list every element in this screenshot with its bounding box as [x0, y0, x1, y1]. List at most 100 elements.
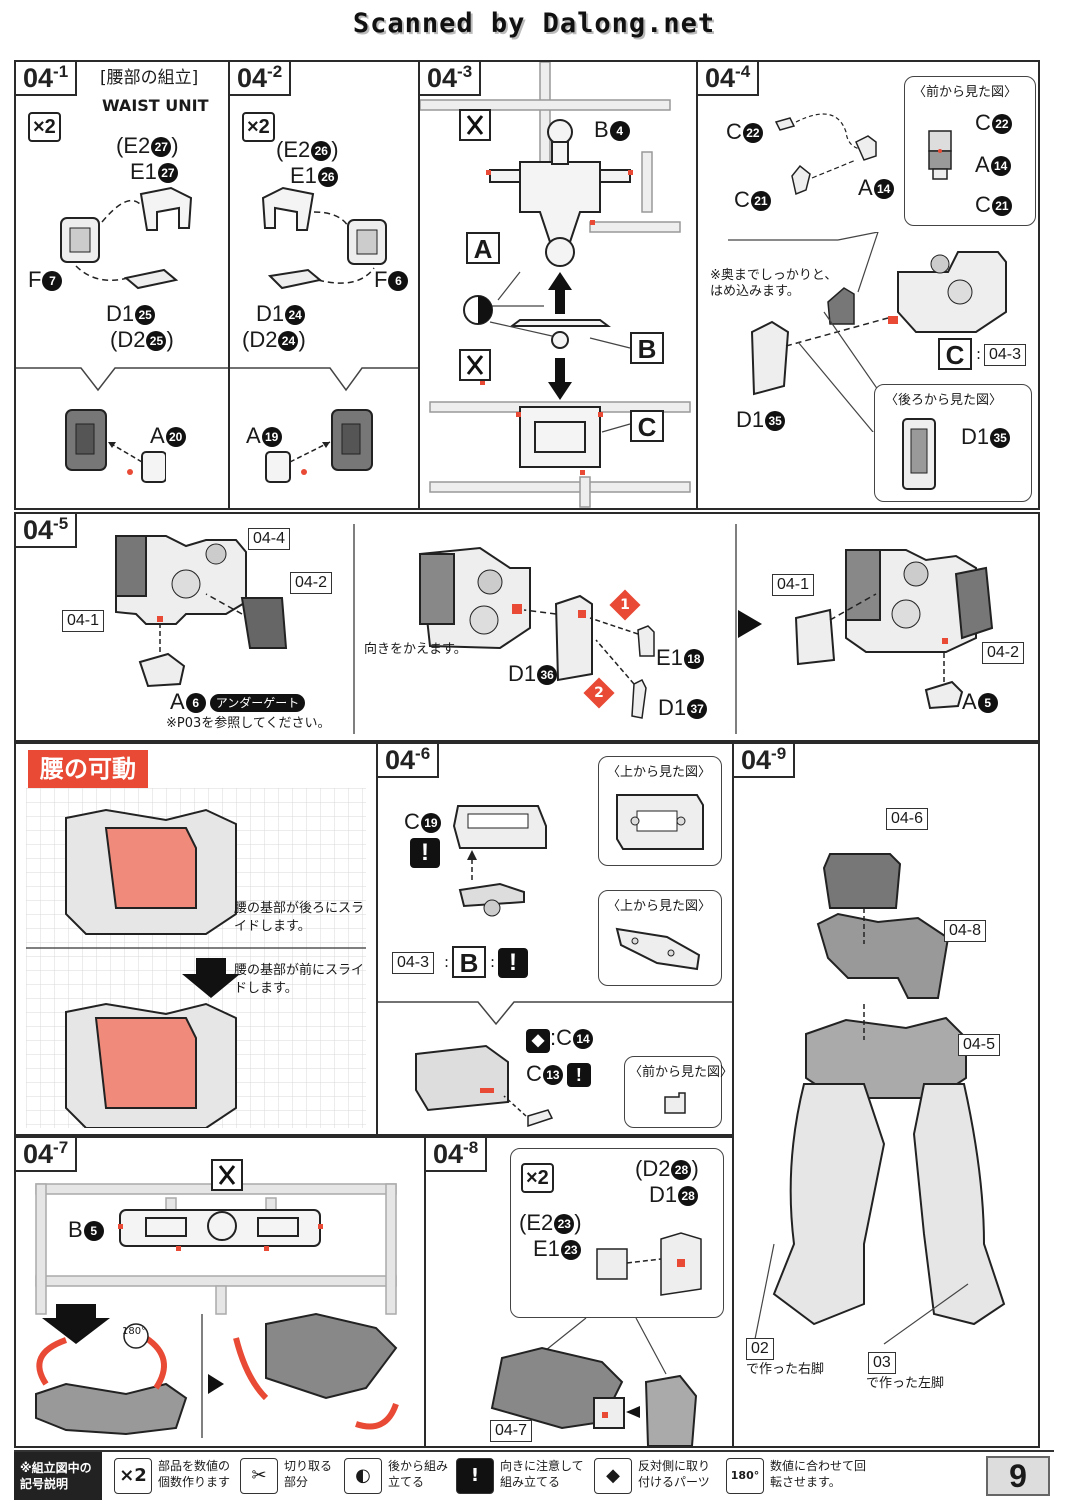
step-tag: 04-9: [734, 744, 796, 778]
quantity-icon: ×2: [114, 1458, 152, 1494]
cap-bottom-drawing: [415, 1044, 554, 1128]
quantity-badge: ×2: [28, 112, 61, 142]
top-view-drawing-2: [615, 927, 701, 971]
half-circle-icon: ◐: [344, 1458, 382, 1494]
subassembly-letter-b: B: [630, 332, 664, 364]
orientation-warning-icon-2: !: [498, 948, 528, 978]
legend-item-quantity: ×2 部品を数値の個数作ります: [114, 1456, 238, 1498]
hip-armor-drawing: [490, 1318, 698, 1446]
ref-colon: :: [976, 345, 982, 363]
order-marker-1: 1: [609, 589, 641, 621]
insert-firmly-note: ※奥までしっかりと、はめ込みます。: [710, 268, 838, 299]
ref-tag-04-1-b: 04-1: [772, 574, 815, 596]
ref-tag-04-8: 04-8: [944, 920, 987, 942]
runner-cut-drawing: [35, 1159, 399, 1438]
waist-motion-panel: 腰の可動 腰の基部が後ろにスライドします。 腰の基部が前にスライドします。: [14, 742, 378, 1136]
step-tag: 04-5: [16, 514, 78, 548]
ref-tag-04-4: 04-4: [248, 528, 291, 550]
legend-item-opposite: ◆ 反対側に取り付けるパーツ: [594, 1456, 724, 1498]
opposite-side-icon: ◆: [526, 1029, 550, 1053]
step-tag: 04-7: [16, 1138, 78, 1172]
page-number: 9: [986, 1456, 1050, 1496]
step-tag: 04-1: [16, 62, 78, 96]
turn-around-note: 向きをかえます。: [364, 642, 467, 657]
divider-callout: [230, 367, 418, 392]
armor-attach-drawing: [65, 409, 166, 483]
p03-note: ※P03を参照してください。: [166, 716, 331, 731]
legend-text-orientation: 向きに注意して組み立てる: [500, 1459, 584, 1489]
rotate-180-label: 180°: [122, 1326, 147, 1337]
waist-motion-heading: 腰の可動: [28, 750, 148, 788]
legend-item-cut: ✂ 切り取る部分: [240, 1456, 344, 1498]
step-04-9-panel: 04-9 04-6 04-8 04-5 02 で作った右脚 03 で作った左脚: [732, 742, 1040, 1448]
top-view-title-1: 〈上から見た図〉: [607, 765, 712, 780]
top-view-drawing-1: [616, 794, 704, 850]
waist-unit-parts-drawing: [60, 186, 193, 290]
ref-tag-04-2-b: 04-2: [982, 642, 1025, 664]
ref-tag-04-7: 04-7: [490, 1420, 533, 1442]
divider-callout: [16, 367, 228, 392]
lower-body-assembly-drawing: [753, 853, 1006, 1345]
step-04-3-panel: 04-3: [418, 60, 698, 510]
legend-item-orientation: ! 向きに注意して組み立てる: [456, 1456, 596, 1498]
ref-tag-04-3: 04-3: [392, 952, 435, 974]
orientation-warning-icon-3: !: [566, 1063, 591, 1087]
ref-tag-04-3: 04-3: [984, 344, 1027, 366]
waist-assembly-drawing-3: [794, 549, 994, 710]
subassembly-letter-a: A: [466, 232, 500, 264]
scanner-watermark: Scanned by Dalong.net: [352, 8, 716, 39]
front-view-title: 〈前から見た図〉: [913, 85, 1018, 100]
exclamation-icon: !: [456, 1458, 494, 1494]
runner-frame-drawing: [420, 62, 691, 508]
legend-text-later: 後から組み立てる: [388, 1459, 449, 1489]
back-view-title: 〈後ろから見た図〉: [885, 393, 1003, 408]
waist-assembly-drawing-2: [418, 546, 655, 719]
ref-tag-04-2: 04-2: [290, 572, 333, 594]
opposite-side-icon: ◆: [594, 1458, 632, 1494]
divider-callout: [378, 1001, 732, 1026]
subassembly-letter-b: B: [452, 946, 486, 978]
subassembly-letter-c: C: [938, 338, 972, 370]
dividers: [353, 524, 762, 734]
front-view-title: 〈前から見た図〉: [629, 1065, 734, 1080]
nipper-icon: ✂: [240, 1458, 278, 1494]
legend-item-rotate: 180° 数値に合わせて回転させます。: [726, 1456, 876, 1498]
left-leg-caption: で作った左脚: [866, 1376, 945, 1391]
under-gate-badge: アンダーゲート: [209, 694, 306, 713]
step-tag: 04-8: [426, 1138, 488, 1172]
symbol-legend: ※組立図中の記号説明 ×2 部品を数値の個数作ります ✂ 切り取る部分 ◐ 後か…: [14, 1450, 1054, 1500]
step-tag: 04-3: [420, 62, 482, 96]
ref-tag-04-6: 04-6: [886, 808, 929, 830]
